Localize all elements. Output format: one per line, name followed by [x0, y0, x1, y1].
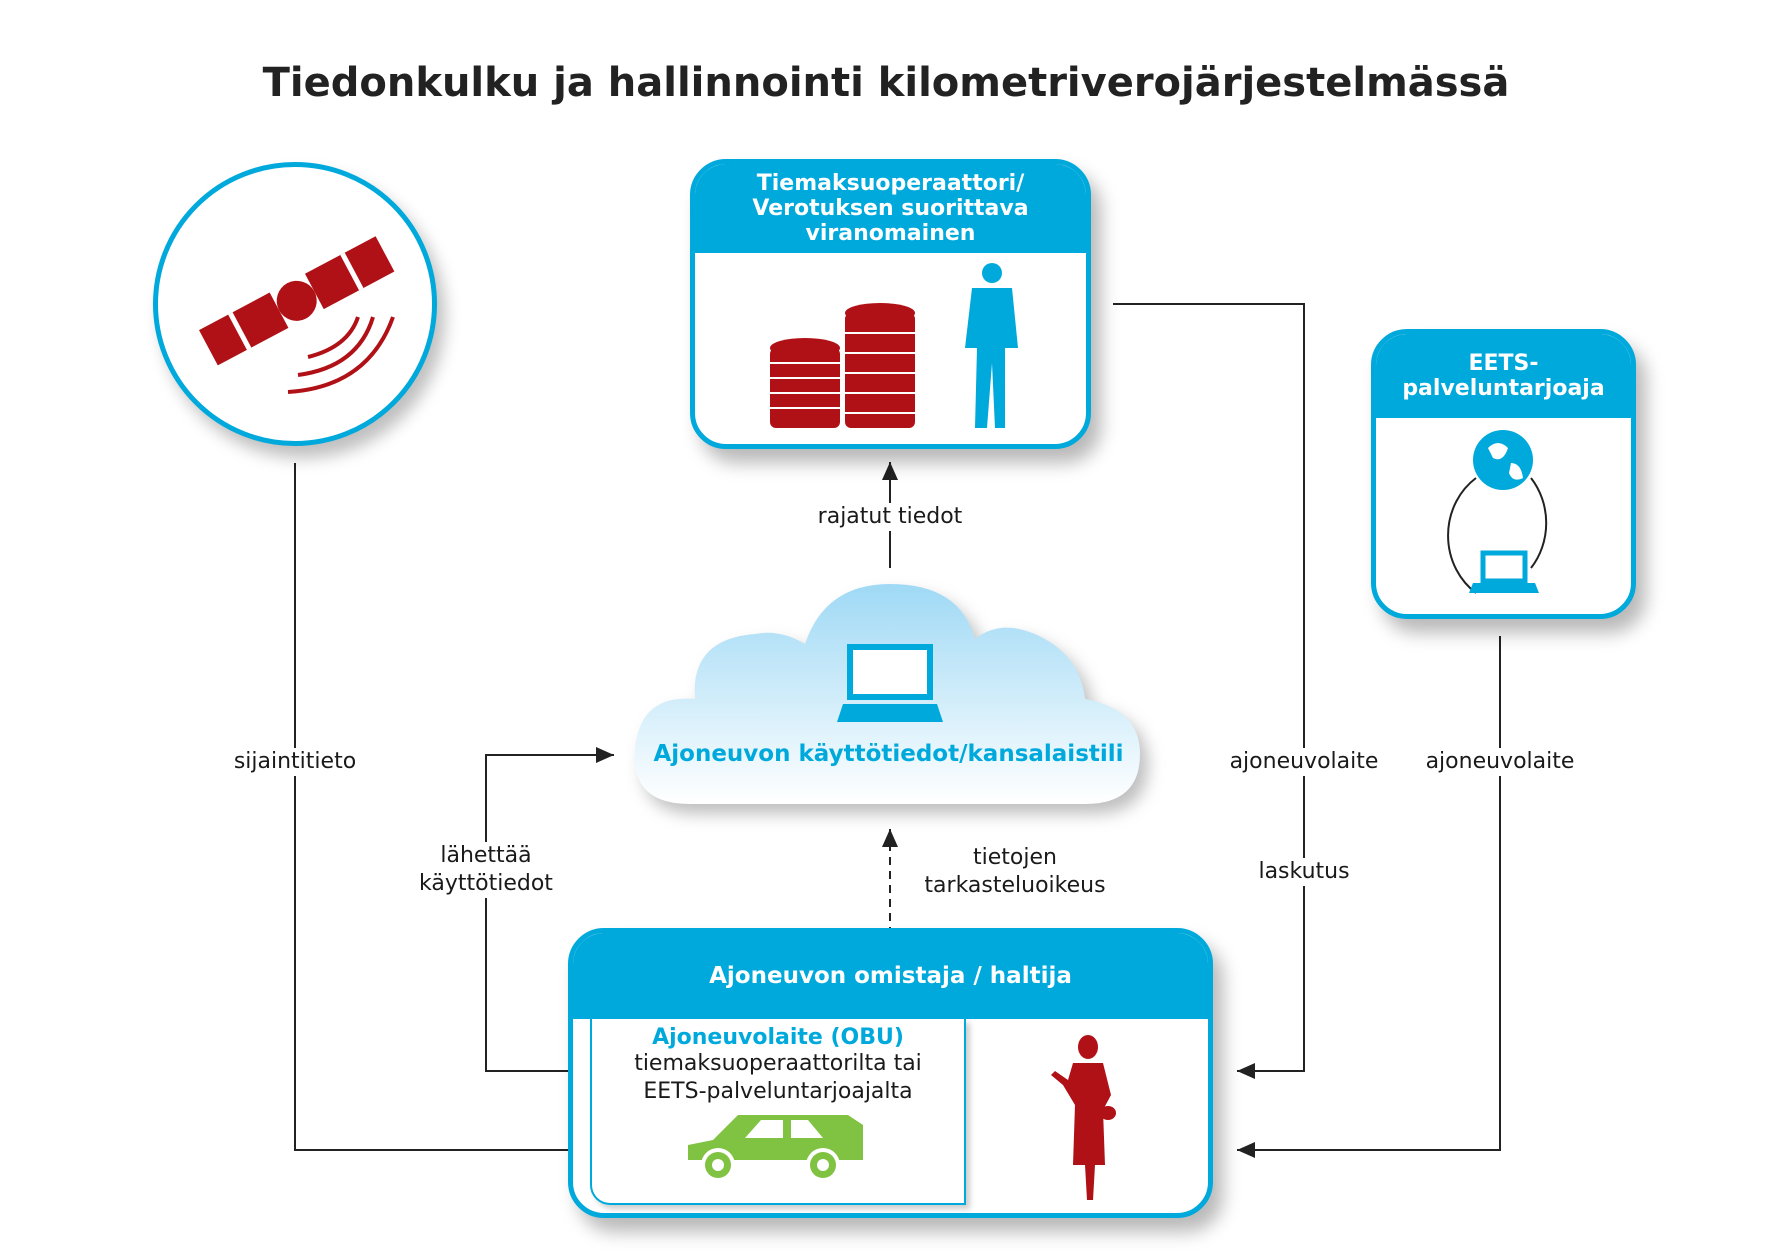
label-restricted-data: rajatut tiedot — [800, 503, 980, 531]
obu-line: EETS-palveluntarjoajalta — [643, 1079, 913, 1104]
operator-title-line: Tiemaksuoperaattori/ — [756, 171, 1025, 196]
owner-header: Ajoneuvon omistaja / haltija — [573, 933, 1208, 1019]
obu-title: Ajoneuvolaite (OBU) — [652, 1025, 904, 1050]
eets-title-line: palveluntarjoaja — [1402, 376, 1605, 401]
operator-box: Tiemaksuoperaattori/ Verotuksen suoritta… — [690, 159, 1091, 449]
eets-provider-box: EETS- palveluntarjoaja — [1371, 329, 1636, 619]
label-billing: laskutus — [1244, 858, 1364, 886]
label-location: sijaintitieto — [220, 748, 370, 776]
label-line: tietojen — [973, 845, 1057, 870]
satellite-icon — [199, 236, 395, 394]
label-sends-usage-data: lähettää käyttötiedot — [411, 842, 561, 898]
label-line: lähettää — [440, 843, 532, 868]
laptop-icon — [837, 644, 943, 722]
label-line: tarkasteluoikeus — [924, 873, 1106, 898]
operator-title-line: Verotuksen suorittava — [752, 196, 1029, 221]
car-icon — [688, 1115, 863, 1182]
globe-laptop-cycle-icon — [1447, 430, 1548, 594]
coins-and-businessman-icon — [770, 263, 1018, 428]
cloud-label: Ajoneuvon käyttötiedot/kansalaistili — [653, 741, 1124, 767]
label-line: käyttötiedot — [419, 871, 553, 896]
obu-line: tiemaksuoperaattorilta tai — [634, 1051, 922, 1076]
label-vehicle-device-1: ajoneuvolaite — [1222, 748, 1386, 776]
operator-title-line: viranomainen — [805, 221, 976, 246]
woman-icon — [1051, 1035, 1116, 1200]
eets-title-line: EETS- — [1468, 351, 1539, 376]
label-vehicle-device-2: ajoneuvolaite — [1418, 748, 1582, 776]
cloud: Ajoneuvon käyttötiedot/kansalaistili — [630, 579, 1147, 812]
owner-box: Ajoneuvon omistaja / haltija Ajoneuvolai… — [568, 928, 1213, 1218]
label-access-rights: tietojen tarkasteluoikeus — [915, 844, 1115, 900]
satellite-circle — [153, 162, 437, 446]
obu-panel: Ajoneuvolaite (OBU) tiemaksuoperaattoril… — [590, 1019, 966, 1205]
page-title: Tiedonkulku ja hallinnointi kilometriver… — [262, 60, 1510, 106]
